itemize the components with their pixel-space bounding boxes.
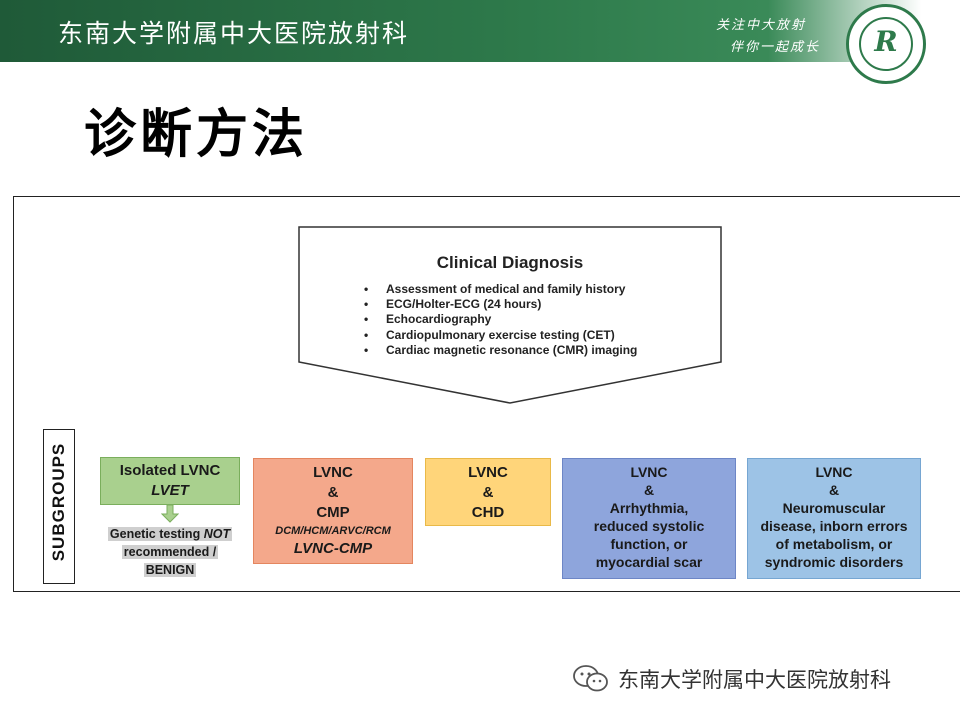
list-item: Echocardiography [364,312,637,327]
genetic-line-3: BENIGN [143,563,197,577]
card-lvnc-chd: LVNC & CHD [425,458,551,526]
card-line: function, or [610,536,688,552]
card-line: LVNC [468,464,508,481]
list-item: ECG/Holter-ECG (24 hours) [364,297,637,312]
footer-text: 东南大学附属中大医院放射科 [618,668,891,692]
card-line: LVNC [815,464,853,480]
genetic-line-1a: Genetic testing [109,527,204,541]
card-line: disease, inborn errors [760,518,908,534]
wechat-icon [573,665,608,692]
card-line: & [828,482,840,498]
logo-mark: R [874,25,898,58]
clinical-diagnosis-list: Assessment of medical and family history… [364,282,637,358]
card-line: LVET [151,482,189,499]
genetic-line-2: recommended / [121,545,219,559]
card-line: reduced systolic [593,518,705,534]
card-line: myocardial scar [595,554,703,570]
slogan-line-2: 伴你一起成长 [730,40,821,55]
page-title: 诊断方法 [84,105,309,165]
card-line: LVNC-CMP [293,540,373,557]
genetic-line-1b: NOT [203,527,231,541]
card-line: & [643,482,655,498]
card-lvnc-cmp: LVNC & CMP DCM/HCM/ARVC/RCM LVNC-CMP [253,458,413,564]
header-banner: 东南大学附属中大医院放射科 关注中大放射 伴你一起成长 [0,0,960,62]
card-line: LVNC [313,464,353,481]
card-line: & [327,484,339,501]
list-item: Cardiopulmonary exercise testing (CET) [364,328,637,343]
diagram-frame [13,196,960,592]
list-item: Cardiac magnetic resonance (CMR) imaging [364,343,637,358]
clinical-diagnosis-title: Clinical Diagnosis [436,253,584,272]
card-line: Arrhythmia, [609,500,689,516]
card-lvnc-arrhythmia: LVNC & Arrhythmia, reduced systolic func… [562,458,736,579]
card-isolated-lvnc: Isolated LVNC LVET [100,457,240,505]
card-line: Isolated LVNC [119,462,221,479]
down-arrow-icon [161,505,179,523]
card-line: DCM/HCM/ARVC/RCM [275,525,391,537]
card-lvnc-neuromuscular: LVNC & Neuromuscular disease, inborn err… [747,458,921,579]
footer-watermark: 东南大学附属中大医院放射科 [572,664,891,694]
slogan-line-1: 关注中大放射 [716,18,807,33]
card-line: syndromic disorders [764,554,904,570]
card-line: LVNC [630,464,668,480]
card-line: Neuromuscular [782,500,886,516]
card-line: CHD [471,504,505,521]
card-line: of metabolism, or [775,536,893,552]
hospital-logo: R [846,4,926,84]
genetic-testing-note: Genetic testing NOT recommended / BENIGN [96,525,244,579]
card-line: CMP [316,504,350,521]
subgroups-label: SUBGROUPS [49,442,68,562]
card-line: & [482,484,494,501]
banner-title: 东南大学附属中大医院放射科 [58,19,410,48]
logo-inner-ring: R [859,17,913,71]
list-item: Assessment of medical and family history [364,282,637,297]
subgroups-box: SUBGROUPS [43,429,75,584]
